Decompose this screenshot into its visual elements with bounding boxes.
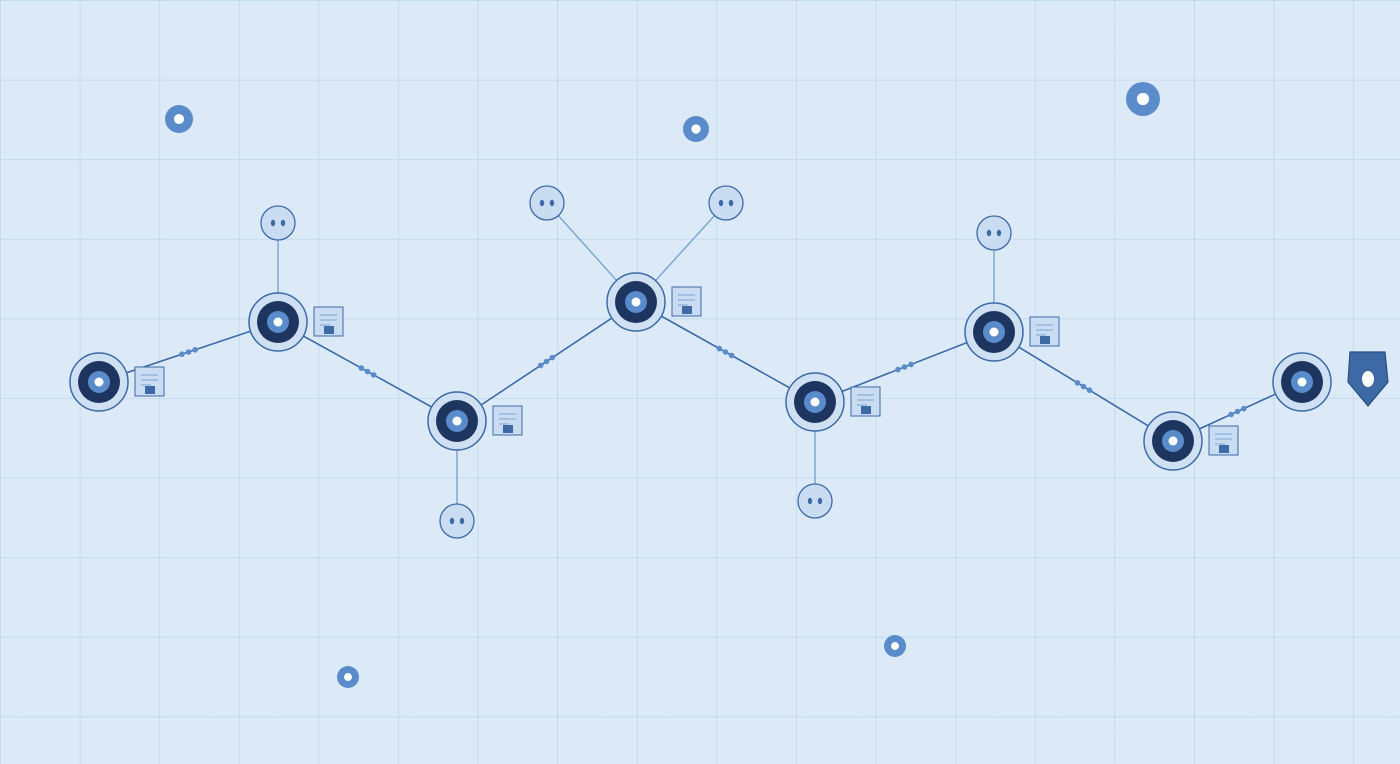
main-node[interactable]	[1272, 352, 1332, 412]
main-nodes-layer	[69, 272, 1332, 471]
document-icon[interactable]	[492, 405, 523, 436]
edge-dot	[722, 349, 729, 355]
leaf-node[interactable]	[529, 185, 565, 221]
floating-dots-layer	[165, 82, 1160, 688]
edge-dot	[1228, 411, 1234, 418]
edge-dot	[358, 365, 365, 371]
edge-dot	[370, 372, 377, 378]
floating-dot	[337, 666, 359, 688]
edge-dot	[908, 361, 914, 368]
main-edge	[277, 321, 458, 422]
end-marker[interactable]	[1347, 351, 1389, 407]
leaf-node[interactable]	[976, 215, 1012, 251]
floating-dot	[1126, 82, 1160, 116]
edge-dot	[192, 346, 198, 353]
edge-dot	[1080, 383, 1087, 390]
edge-dot	[364, 368, 371, 375]
edge-dot	[1241, 405, 1247, 412]
floating-dot	[884, 635, 906, 657]
face-node-icon	[439, 503, 475, 539]
leaf-nodes-layer	[260, 185, 1012, 539]
face-node-icon	[797, 483, 833, 519]
edge-dot	[179, 351, 185, 358]
main-edge	[98, 321, 279, 383]
edge-dot	[1074, 380, 1081, 386]
main-node[interactable]	[69, 352, 129, 412]
edge-dot	[1086, 387, 1093, 393]
document-icon[interactable]	[1208, 425, 1239, 456]
main-edge	[814, 331, 995, 403]
face-node-icon	[708, 185, 744, 221]
main-node[interactable]	[964, 302, 1024, 362]
edge-dot	[543, 358, 550, 365]
main-node[interactable]	[248, 292, 308, 352]
floating-dot	[165, 105, 193, 133]
edge-dot	[549, 354, 556, 361]
main-edge	[456, 301, 637, 422]
document-icon[interactable]	[850, 386, 881, 417]
documents-layer	[134, 286, 1239, 456]
face-node-icon	[260, 205, 296, 241]
document-icon[interactable]	[313, 306, 344, 337]
edge-dot	[185, 349, 192, 355]
leaf-node[interactable]	[260, 205, 296, 241]
edge-dot	[537, 362, 544, 369]
edge-dot	[716, 345, 723, 352]
end-marker-layer	[1347, 351, 1389, 407]
face-node-icon	[529, 185, 565, 221]
leaf-node[interactable]	[708, 185, 744, 221]
main-edge	[635, 301, 816, 403]
document-icon[interactable]	[1029, 316, 1060, 347]
main-node[interactable]	[785, 372, 845, 432]
document-icon[interactable]	[671, 286, 702, 317]
edge-dot	[1234, 408, 1241, 415]
main-node[interactable]	[606, 272, 666, 332]
main-node[interactable]	[1143, 411, 1203, 471]
leaf-node[interactable]	[439, 503, 475, 539]
edge-dot	[728, 352, 735, 359]
main-edge	[993, 331, 1174, 442]
floating-dot	[683, 116, 709, 142]
edge-dot	[901, 364, 908, 370]
main-node[interactable]	[427, 391, 487, 451]
edge-dot	[895, 366, 901, 373]
face-node-icon	[976, 215, 1012, 251]
edges-layer	[98, 202, 1303, 521]
leaf-node[interactable]	[797, 483, 833, 519]
document-icon[interactable]	[134, 366, 165, 397]
